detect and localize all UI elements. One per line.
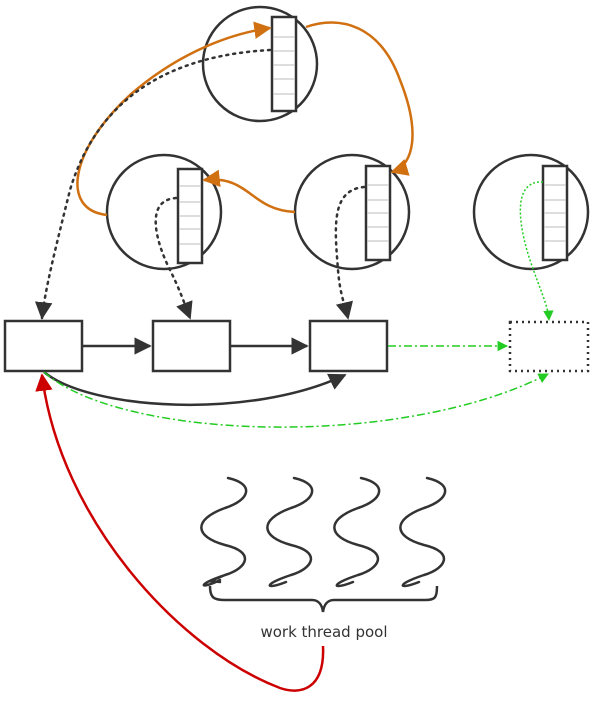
thread-1 [200, 476, 248, 587]
worker-circle [293, 153, 411, 271]
steal-arrow-left-to-top [76, 21, 272, 217]
task-queue [541, 164, 569, 262]
pending-arrow-right [519, 181, 554, 322]
dispatch-arrow-top [34, 48, 272, 320]
dispatch-arrow-left [154, 196, 193, 320]
worker-right [472, 153, 590, 271]
thread-pool [200, 476, 447, 588]
task-queue [176, 167, 204, 265]
task-4 [508, 320, 590, 373]
thread-2 [266, 476, 314, 588]
worker-circle [472, 153, 590, 271]
worker-circle [105, 153, 223, 271]
submit-arrow [35, 373, 325, 692]
worker-circle [201, 5, 319, 123]
pending-arrow-1-4 [43, 371, 549, 428]
worker-top [201, 5, 319, 123]
steal-arrow-top-to-middle [305, 21, 414, 176]
worker-middle [293, 153, 411, 271]
thread-pool-brace [208, 585, 439, 613]
task-3 [308, 319, 389, 373]
task-queue [364, 164, 392, 262]
thread-4 [399, 476, 447, 588]
worker-left [105, 153, 223, 271]
steal-arrow-middle-to-left [202, 169, 296, 214]
task-queue [270, 15, 298, 113]
dispatch-arrow-middle [334, 185, 366, 320]
thread-3 [333, 476, 381, 588]
task-1 [3, 319, 84, 373]
thread-pool-label: work thread pool [260, 623, 387, 641]
task-arrow-1-3 [43, 371, 347, 407]
task-2 [151, 319, 232, 373]
